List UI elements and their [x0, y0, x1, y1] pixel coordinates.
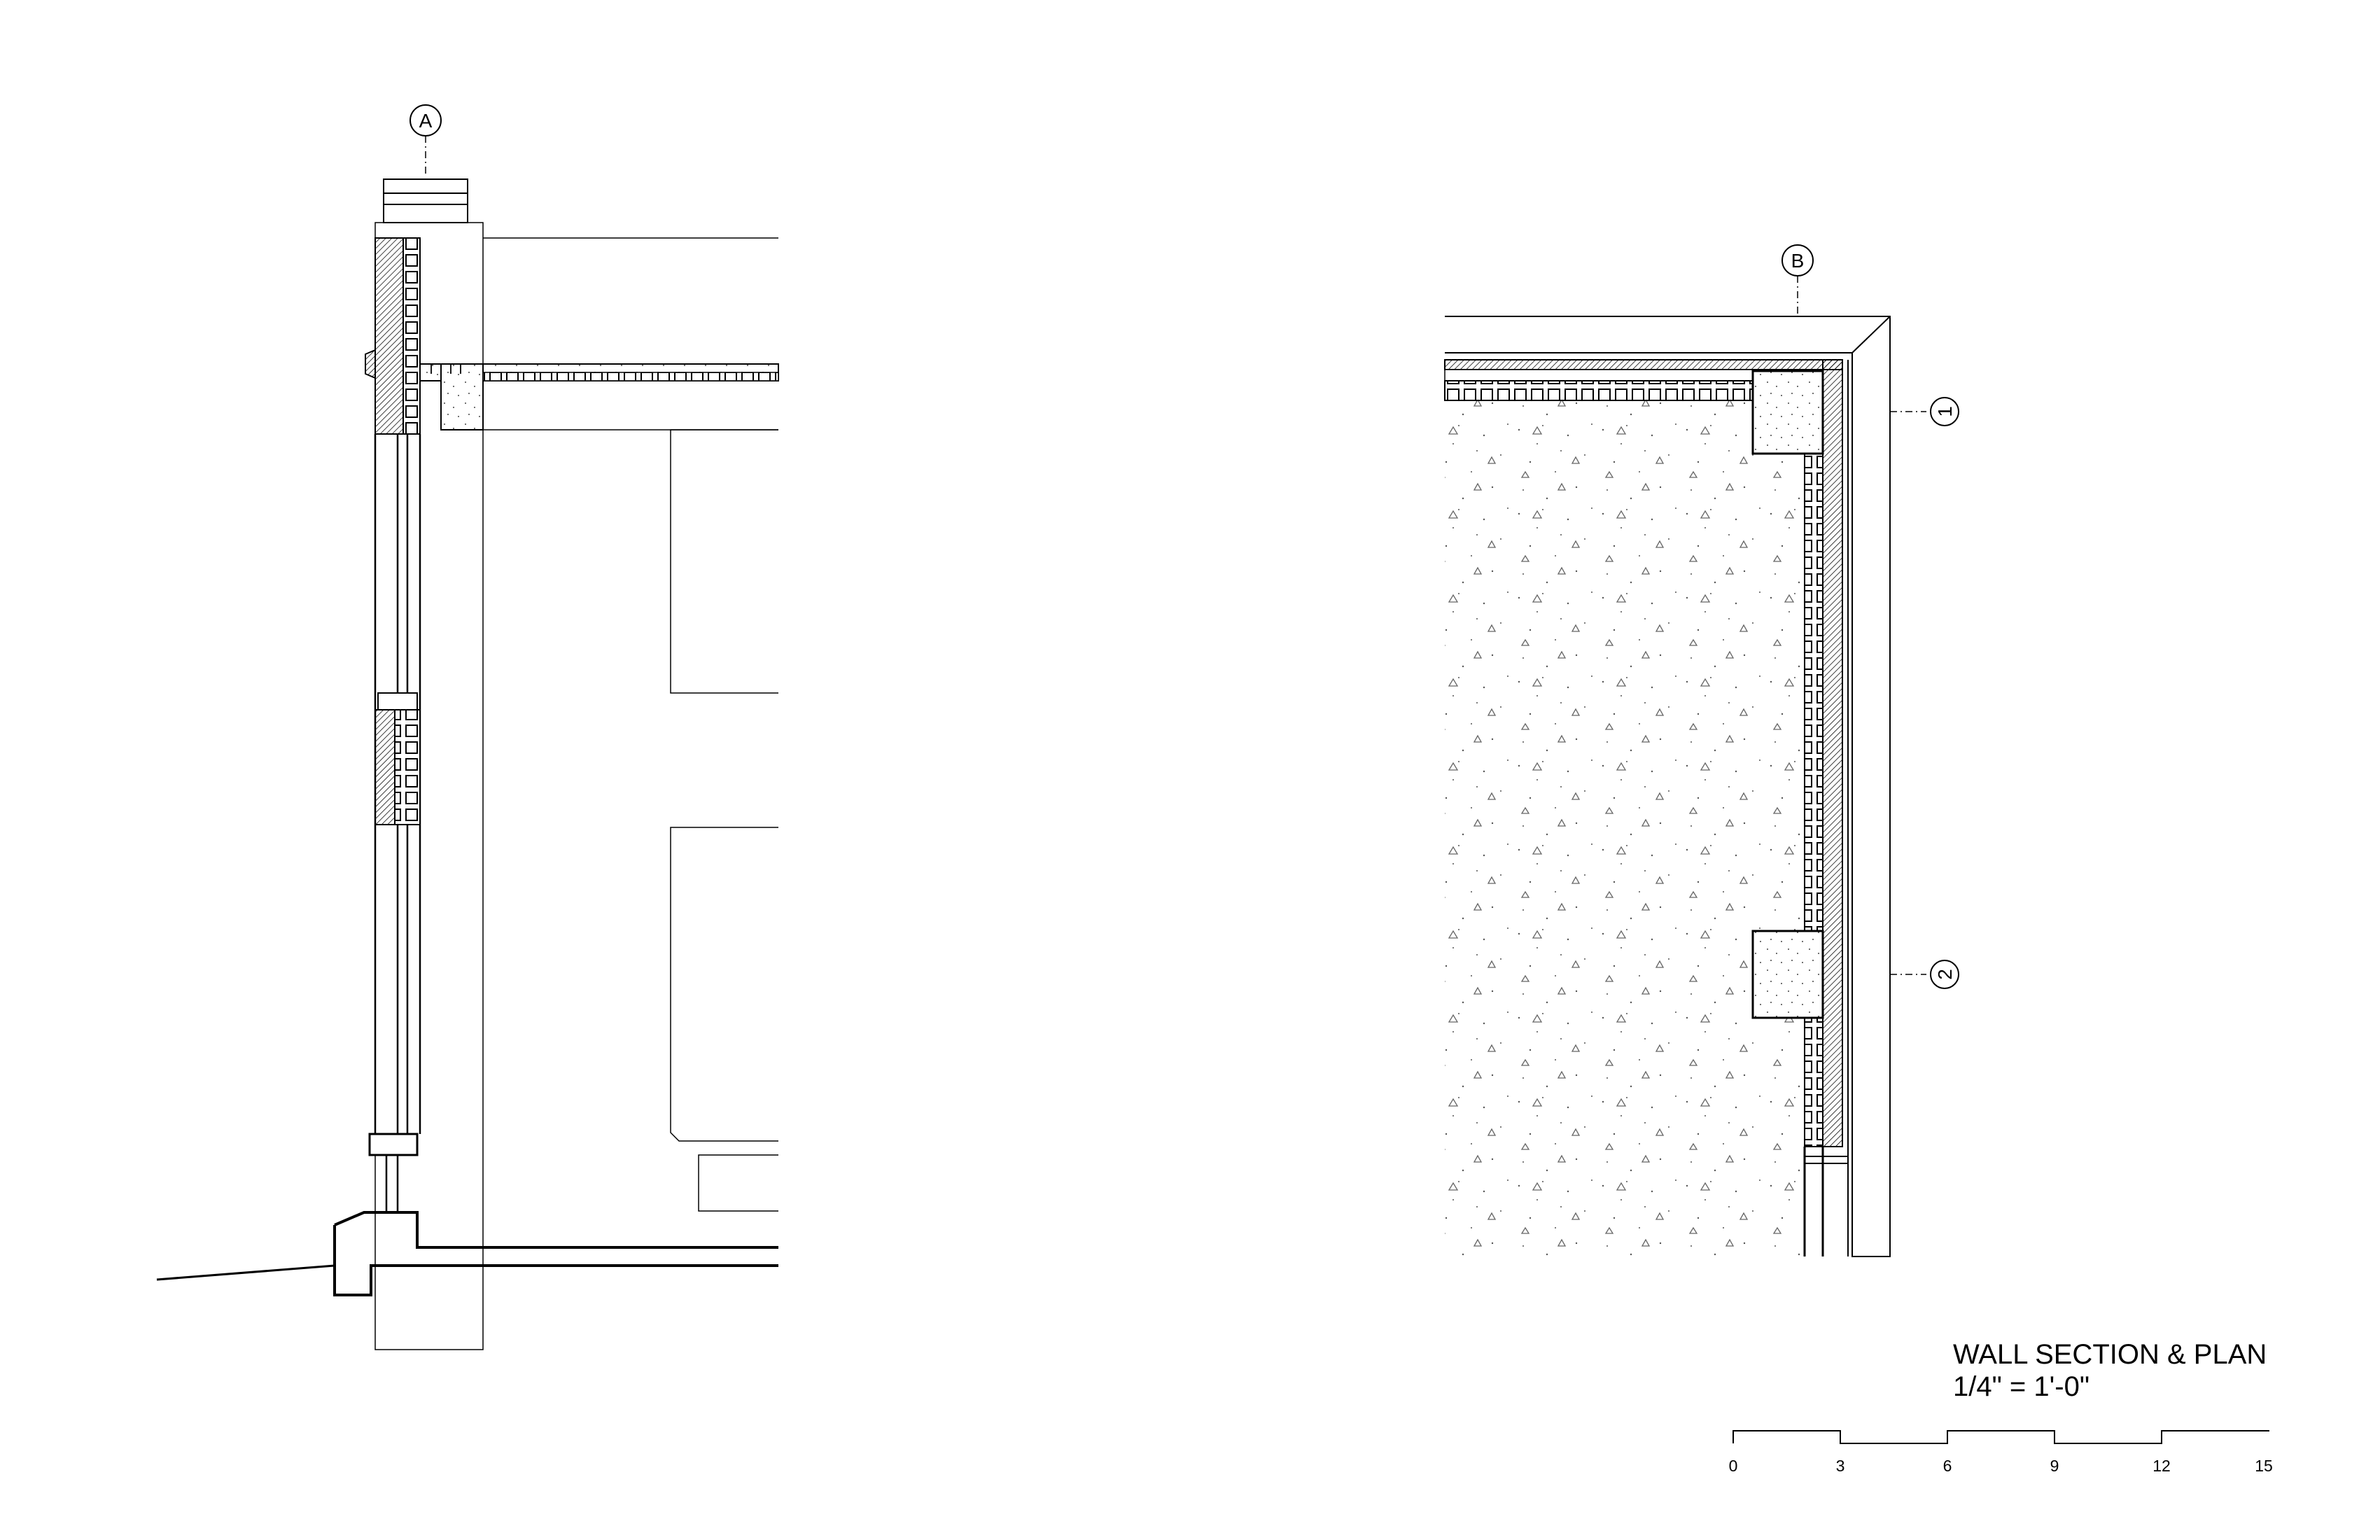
row-tag-1-label: 1 — [1934, 406, 1956, 417]
interior-windows — [670, 429, 778, 1212]
scale-tick-6: 6 — [1943, 1457, 1952, 1475]
row-tag-2: 2 — [1890, 960, 1959, 989]
grid-tag-a: A — [410, 104, 442, 175]
scale-bar: 0 3 6 9 12 15 — [1729, 1430, 2273, 1475]
foundation — [156, 1211, 778, 1296]
scale-tick-3: 3 — [1836, 1457, 1845, 1475]
row-tag-2-label: 2 — [1934, 969, 1956, 980]
wall-section: A — [156, 104, 779, 1350]
window-sill — [368, 1133, 419, 1156]
grid-tag-a-label: A — [419, 110, 433, 132]
grid-tag-b-label: B — [1791, 250, 1805, 272]
row-tag-1: 1 — [1890, 397, 1959, 426]
drawing-title: WALL SECTION & PLAN — [1953, 1339, 2267, 1370]
grid-tag-b: B — [1782, 244, 1814, 316]
mid-masonry-band — [374, 692, 421, 825]
title-block: WALL SECTION & PLAN 1/4" = 1'-0" 0 3 6 9… — [1729, 1339, 2273, 1475]
roof-slab — [419, 363, 779, 430]
scale-tick-15: 15 — [2255, 1457, 2273, 1475]
concrete-fill — [1445, 400, 1805, 1256]
scale-tick-0: 0 — [1729, 1457, 1738, 1475]
section-outlines — [374, 222, 778, 1350]
plan-right-wall — [1803, 359, 1849, 1256]
parapet-cap — [383, 178, 468, 223]
roof-edge-miter — [1851, 316, 1891, 354]
wall-plan: B — [1444, 244, 1959, 1257]
scale-tick-9: 9 — [2050, 1457, 2059, 1475]
plan-top-wall — [1444, 359, 1843, 401]
upper-masonry-wall — [365, 237, 421, 435]
scale-note: 1/4" = 1'-0" — [1953, 1371, 2090, 1402]
sill-support — [385, 1155, 399, 1211]
plan-pilasters — [1751, 370, 1824, 1019]
roof-edge-outline — [1445, 316, 1891, 1257]
scale-tick-12: 12 — [2152, 1457, 2171, 1475]
